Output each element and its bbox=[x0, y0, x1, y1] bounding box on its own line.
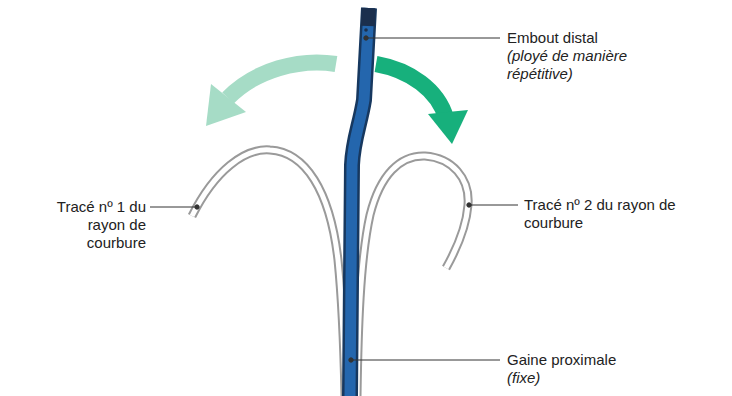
trace-label: Tracé nº 2 du rayon de courbure bbox=[524, 196, 684, 232]
bend-trace-1 bbox=[192, 150, 345, 396]
leader-lines bbox=[150, 36, 518, 362]
part-name: Gaine proximale bbox=[507, 351, 707, 369]
bend-arrow-left bbox=[206, 62, 336, 126]
part-note: (fixe) bbox=[507, 369, 657, 387]
trace-label: Tracé nº 1 du rayon de courbure bbox=[30, 198, 146, 252]
bend-arrow-right bbox=[376, 64, 468, 144]
part-name: Embout distal bbox=[507, 29, 707, 47]
part-note: (ployé de manière répétitive) bbox=[507, 47, 657, 83]
catheter-tube bbox=[350, 8, 369, 396]
